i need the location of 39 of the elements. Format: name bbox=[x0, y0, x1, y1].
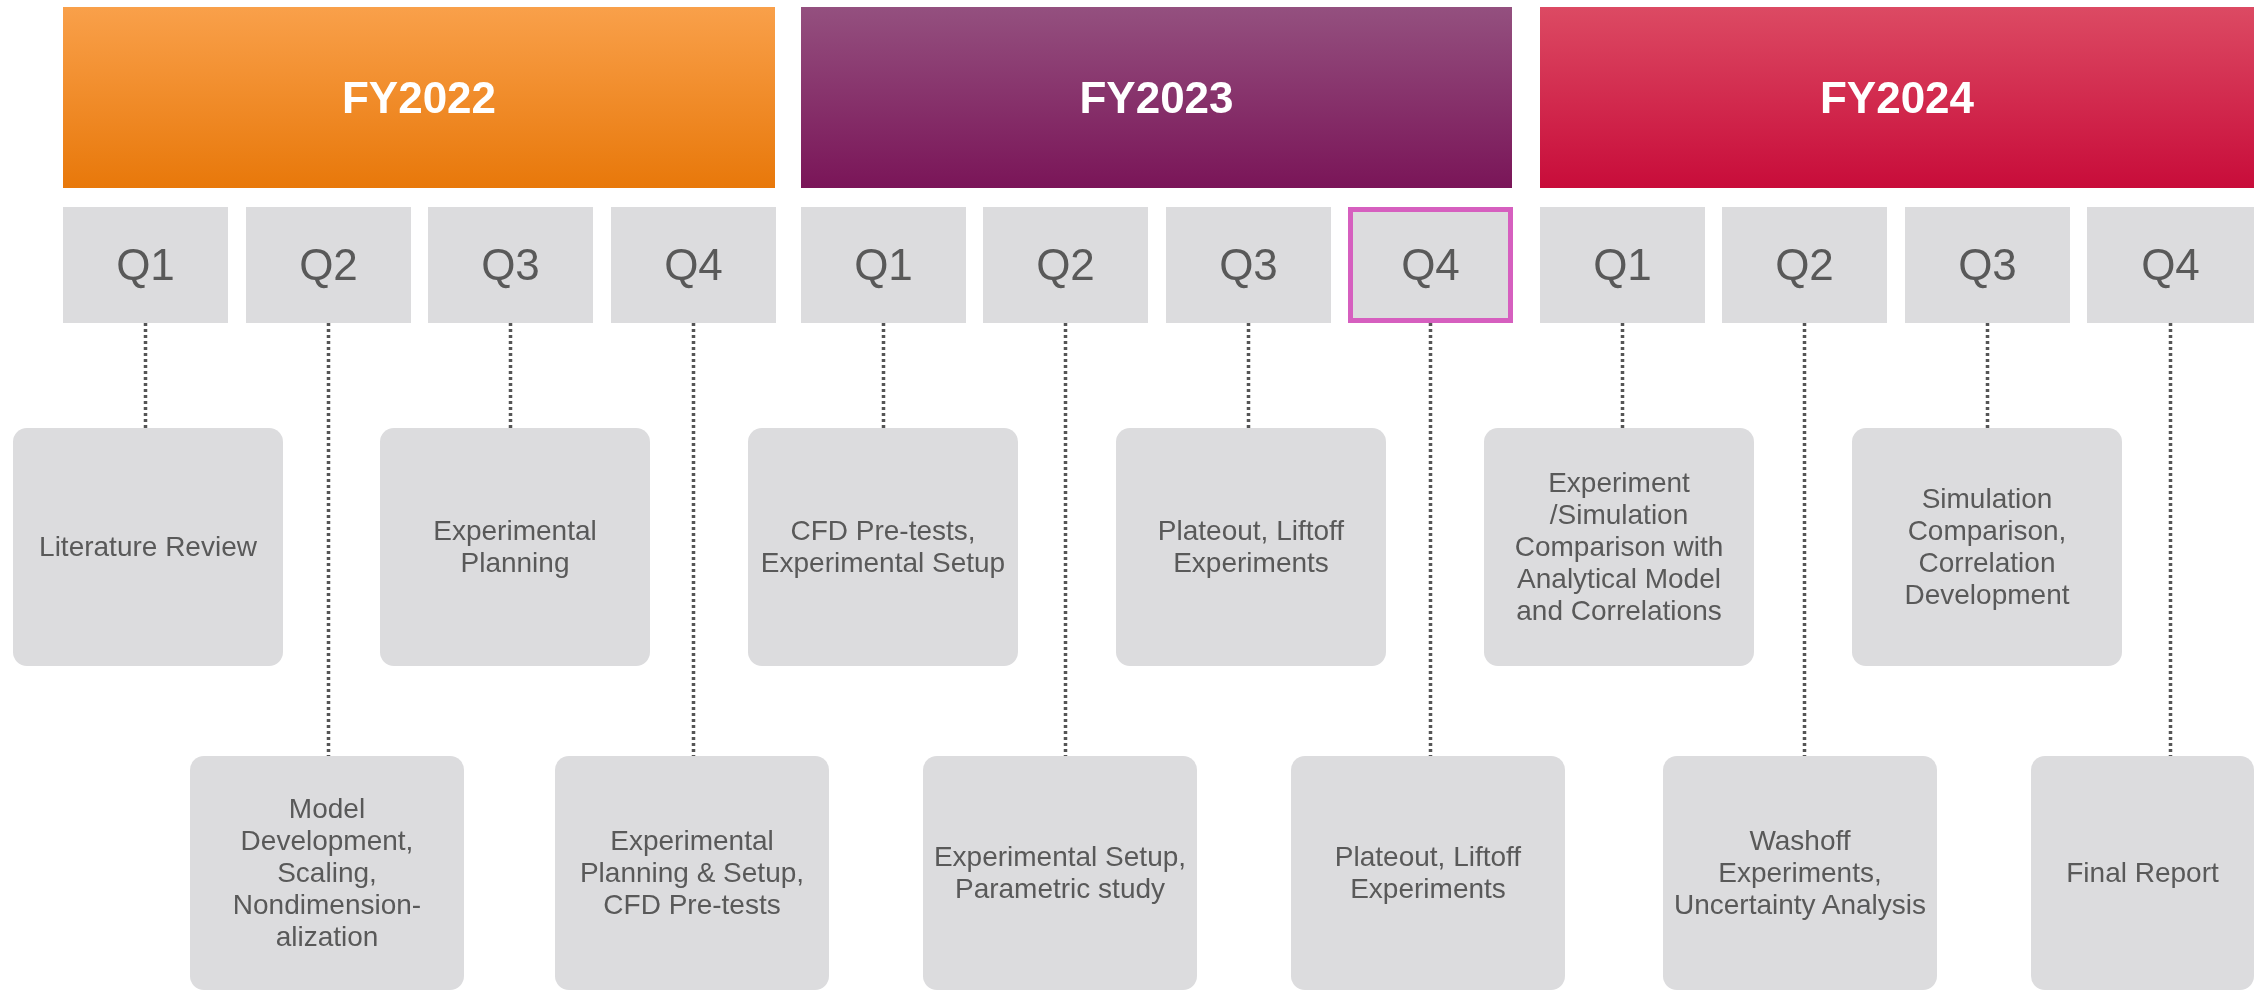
quarter-box: Q4 bbox=[2087, 207, 2254, 323]
dotted-connector bbox=[1428, 323, 1433, 756]
dotted-connector bbox=[1985, 323, 1990, 428]
fiscal-year-banner: FY2022 bbox=[63, 7, 775, 188]
fiscal-year-banner: FY2023 bbox=[801, 7, 1512, 188]
dotted-connector bbox=[691, 323, 696, 756]
task-box: Experimental Planning & Setup, CFD Pre-tests bbox=[555, 756, 829, 990]
quarter-box: Q3 bbox=[428, 207, 593, 323]
dotted-connector bbox=[326, 323, 331, 756]
quarter-box: Q2 bbox=[246, 207, 411, 323]
quarter-box: Q1 bbox=[801, 207, 966, 323]
dotted-connector bbox=[881, 323, 886, 428]
task-box: Experiment /Simulation Comparison with Analytical Model and Correlations bbox=[1484, 428, 1754, 666]
task-box: Simulation Comparison, Correlation Development bbox=[1852, 428, 2122, 666]
quarter-box: Q2 bbox=[1722, 207, 1887, 323]
fiscal-year-banner: FY2024 bbox=[1540, 7, 2254, 188]
quarter-box: Q1 bbox=[1540, 207, 1705, 323]
task-box: Model Development, Scaling, Nondimension-alization bbox=[190, 756, 464, 990]
task-box: Plateout, Liftoff Experiments bbox=[1116, 428, 1386, 666]
task-box: Final Report bbox=[2031, 756, 2254, 990]
task-box: Literature Review bbox=[13, 428, 283, 666]
task-box: Experimental Setup, Parametric study bbox=[923, 756, 1197, 990]
dotted-connector bbox=[1063, 323, 1068, 756]
dotted-connector bbox=[1620, 323, 1625, 428]
task-box: Experimental Planning bbox=[380, 428, 650, 666]
dotted-connector bbox=[508, 323, 513, 428]
task-box: CFD Pre-tests, Experimental Setup bbox=[748, 428, 1018, 666]
task-box: Plateout, Liftoff Experiments bbox=[1291, 756, 1565, 990]
quarter-box: Q3 bbox=[1905, 207, 2070, 323]
quarter-box: Q2 bbox=[983, 207, 1148, 323]
dotted-connector bbox=[143, 323, 148, 428]
dotted-connector bbox=[1802, 323, 1807, 756]
quarter-box: Q1 bbox=[63, 207, 228, 323]
dotted-connector bbox=[1246, 323, 1251, 428]
dotted-connector bbox=[2168, 323, 2173, 756]
quarter-box: Q3 bbox=[1166, 207, 1331, 323]
quarter-box: Q4 bbox=[1348, 207, 1513, 323]
quarter-box: Q4 bbox=[611, 207, 776, 323]
task-box: Washoff Experiments, Uncertainty Analysis bbox=[1663, 756, 1937, 990]
